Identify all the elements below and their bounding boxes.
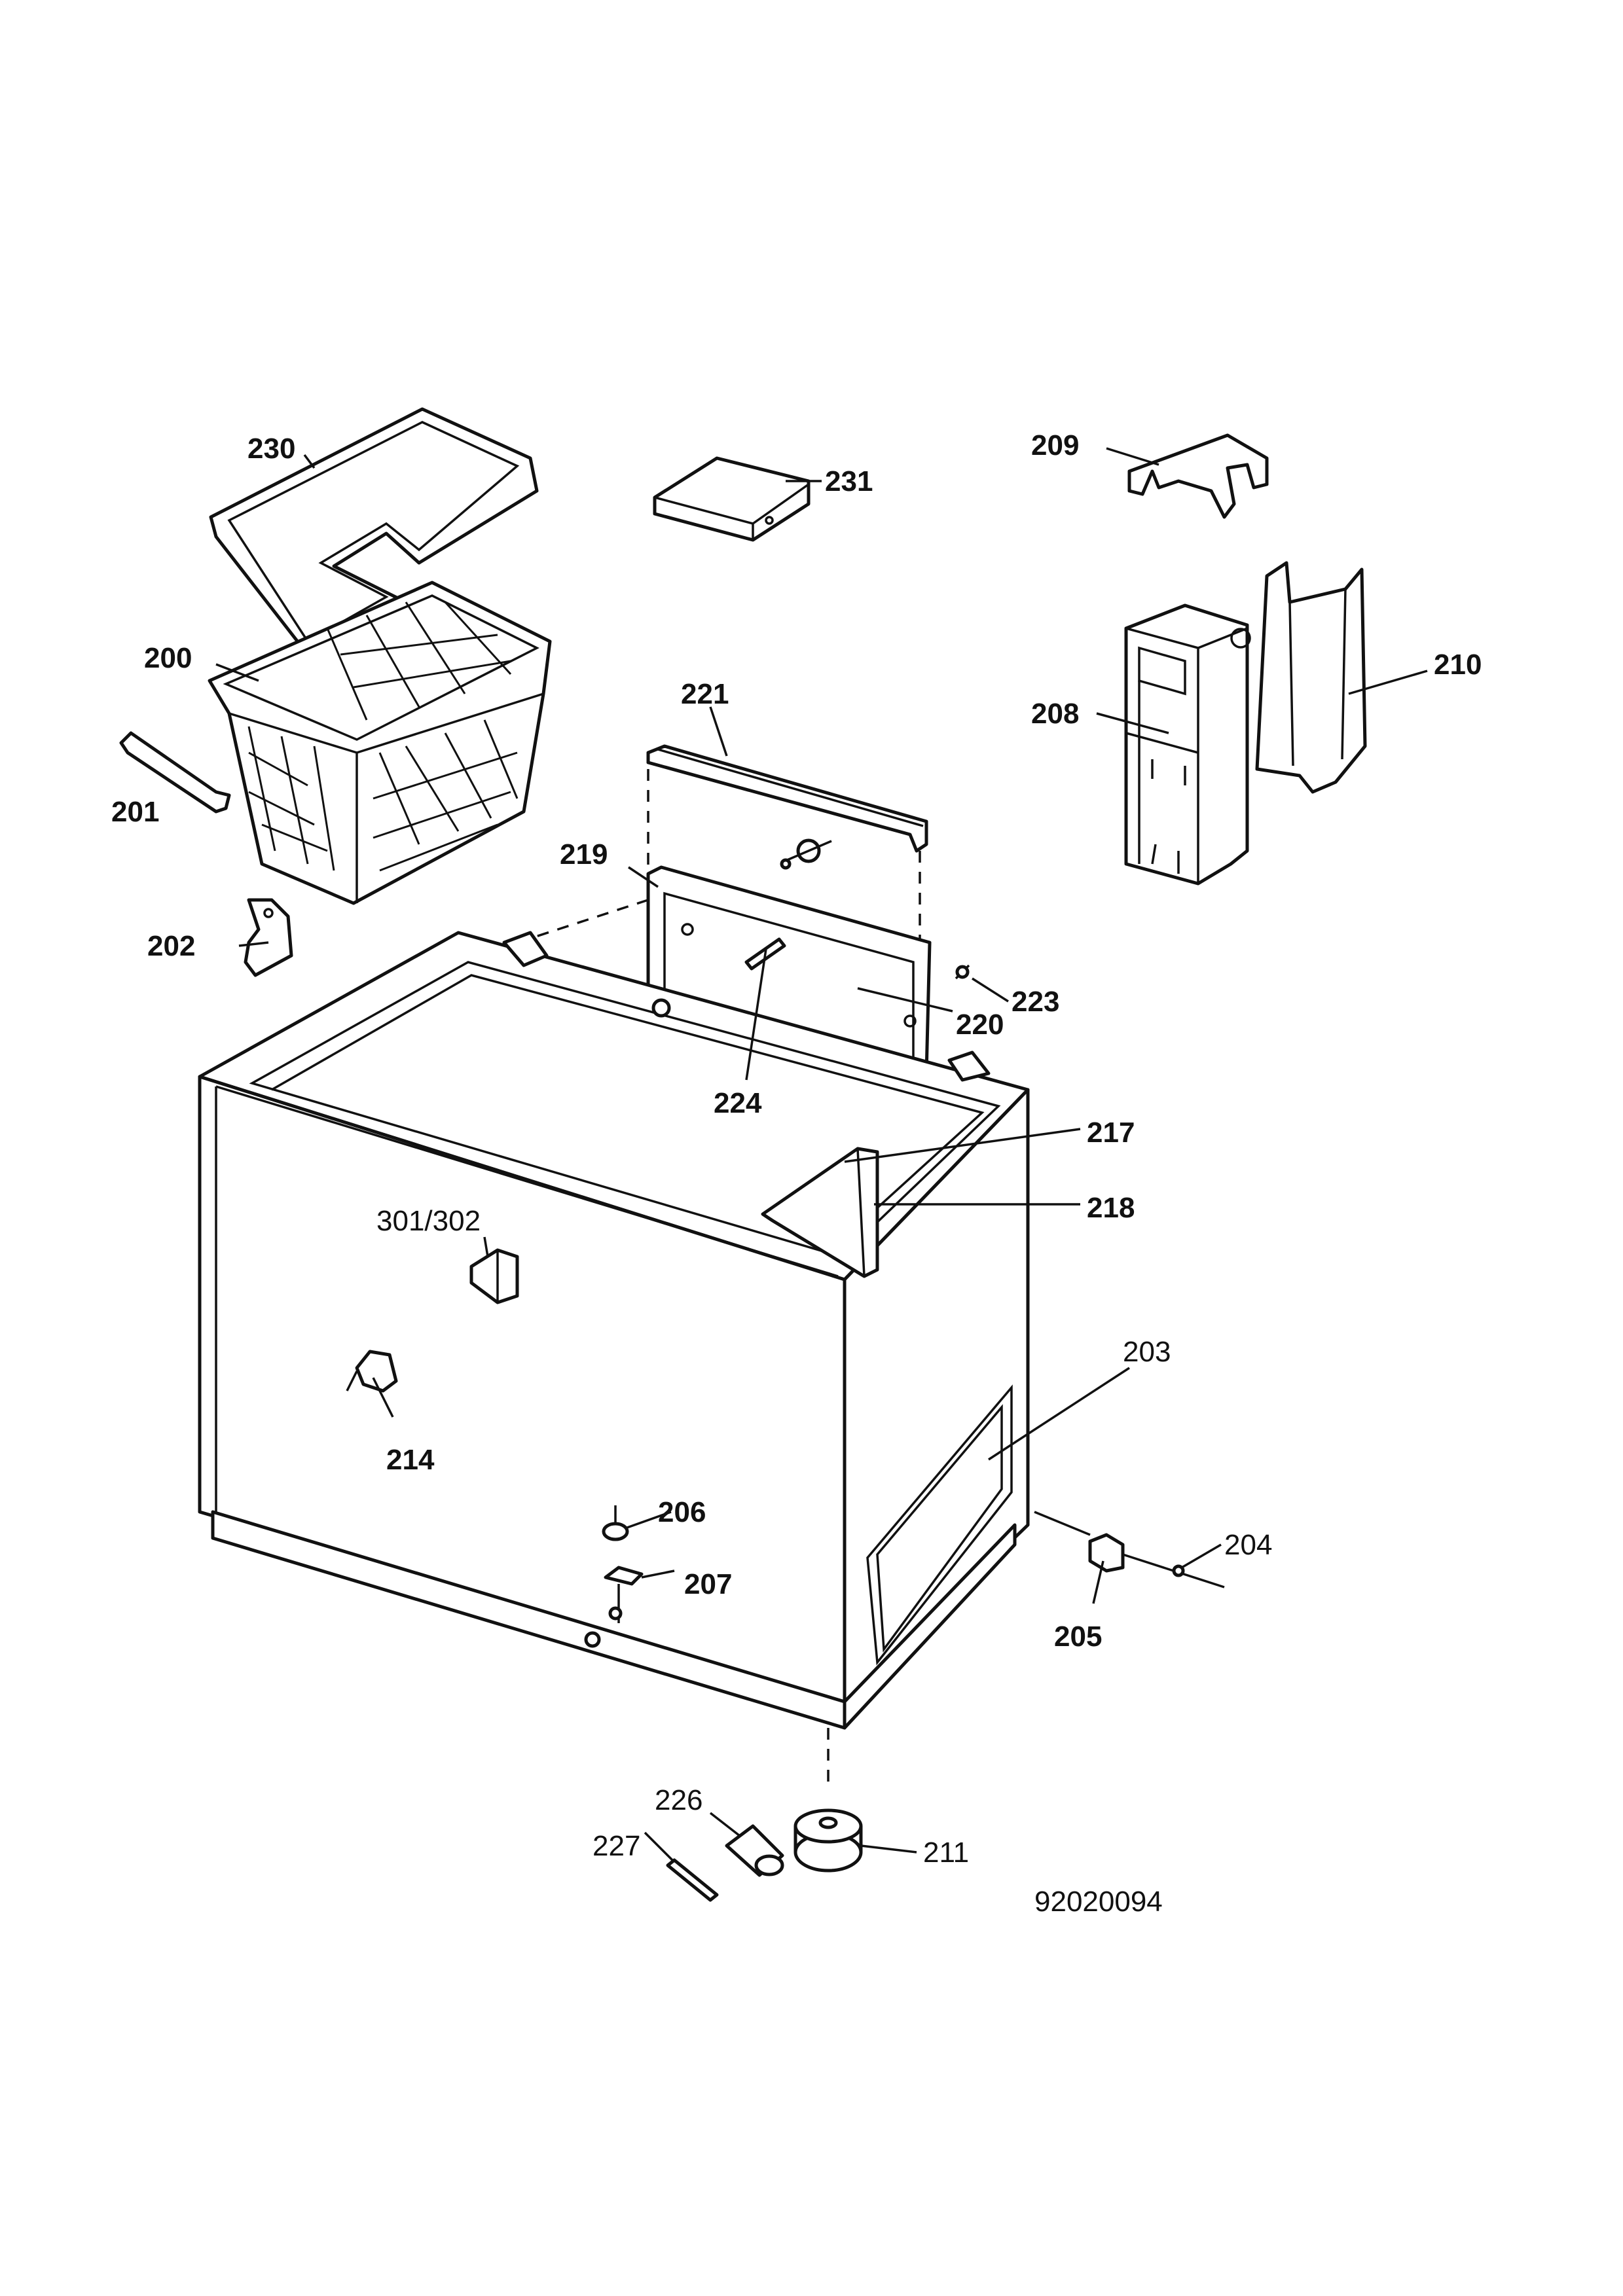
callout-211: 211 xyxy=(923,1837,969,1869)
part-205-hinge-block xyxy=(1034,1511,1125,1573)
callout-221: 221 xyxy=(681,678,729,710)
part-210-side-cover xyxy=(1255,561,1367,794)
part-201-basket-handle xyxy=(119,731,231,814)
callout-201: 201 xyxy=(111,796,159,828)
callout-208: 208 xyxy=(1031,698,1079,730)
callout-214: 214 xyxy=(386,1444,435,1476)
callout-205: 205 xyxy=(1054,1621,1102,1653)
callout-231: 231 xyxy=(825,465,873,497)
part-226-sleeve xyxy=(725,1824,784,1877)
callout-200: 200 xyxy=(144,642,192,674)
callout-207: 207 xyxy=(684,1568,732,1600)
part-214-thermostat-knob xyxy=(346,1350,398,1393)
callout-210: 210 xyxy=(1434,649,1482,681)
part-208-control-housing xyxy=(1124,603,1251,886)
part-231-cover-block xyxy=(653,456,811,542)
part-223-screw xyxy=(955,964,970,980)
callout-202: 202 xyxy=(147,930,195,962)
callout-223: 223 xyxy=(1012,986,1059,1018)
callout-218: 218 xyxy=(1087,1192,1135,1224)
callout-217: 217 xyxy=(1087,1117,1135,1149)
part-219-bushing xyxy=(780,838,832,870)
callout-206: 206 xyxy=(658,1496,706,1528)
part-301-302-latch xyxy=(469,1248,519,1304)
part-200-basket xyxy=(208,581,552,905)
callout-204: 204 xyxy=(1224,1529,1272,1561)
part-206-washer xyxy=(602,1505,629,1541)
drawing-number: 92020094 xyxy=(1034,1886,1163,1918)
callout-226: 226 xyxy=(655,1784,702,1816)
part-221-hinge-cover-strip xyxy=(646,744,928,853)
callout-220: 220 xyxy=(956,1009,1004,1041)
leader-lines xyxy=(215,447,1428,1863)
freezer-cabinet xyxy=(198,931,1030,1730)
callout-203: 203 xyxy=(1123,1336,1171,1368)
callout-301-302: 301/302 xyxy=(376,1205,481,1237)
callout-219: 219 xyxy=(560,838,608,870)
callout-224: 224 xyxy=(714,1087,762,1119)
callout-209: 209 xyxy=(1031,429,1079,461)
callout-227: 227 xyxy=(593,1830,640,1862)
part-209-end-cap xyxy=(1127,433,1269,519)
callout-labels: 230 231 209 200 210 208 221 201 219 202 … xyxy=(111,429,1482,1918)
part-211-foot xyxy=(793,1808,863,1873)
callout-230: 230 xyxy=(247,433,295,465)
part-207-clip xyxy=(584,1566,644,1648)
part-227-pin xyxy=(666,1858,719,1902)
part-204-screw xyxy=(1122,1553,1225,1588)
part-202-bracket xyxy=(244,898,293,977)
